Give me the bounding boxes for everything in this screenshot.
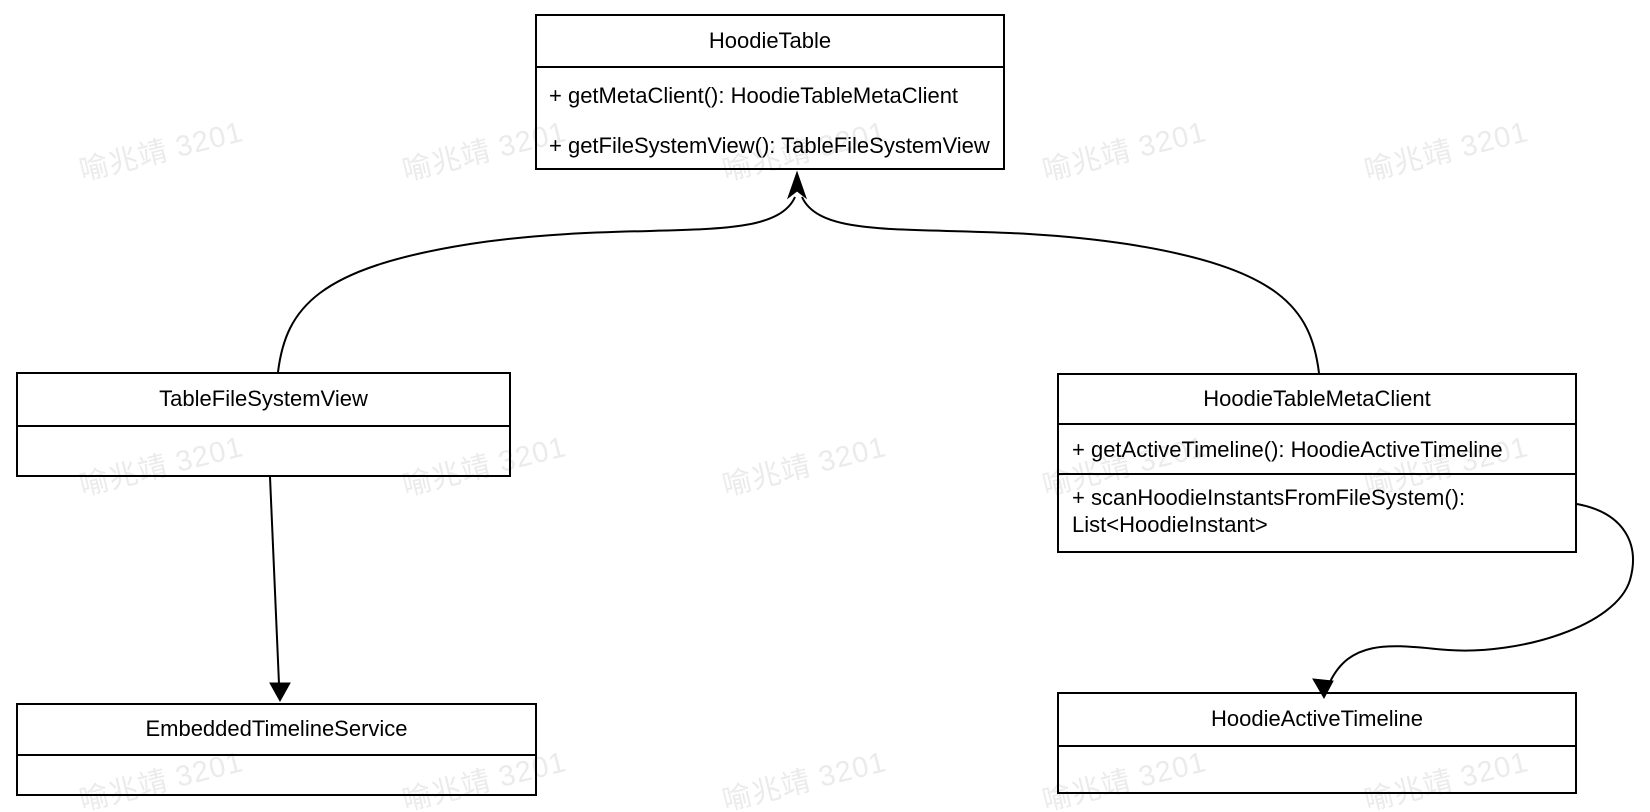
class-box-hoodietablemetaclient: HoodieTableMetaClient + getActiveTimelin…	[1057, 373, 1577, 553]
class-members-empty	[1059, 747, 1575, 792]
watermark: 喻兆靖 3201	[1039, 116, 1210, 188]
watermark: 喻兆靖 3201	[1361, 116, 1532, 188]
class-box-embeddedtimelineservice: EmbeddedTimelineService	[16, 703, 537, 796]
class-title: TableFileSystemView	[18, 374, 509, 427]
class-title: EmbeddedTimelineService	[18, 705, 535, 756]
watermark: 喻兆靖 3201	[719, 746, 890, 812]
edge-tablefilesystemview-to-embeddedtimelineservice	[269, 476, 280, 685]
method-getfilesystemview: + getFileSystemView(): TableFileSystemVi…	[549, 133, 990, 158]
class-members-empty	[18, 756, 535, 794]
class-title: HoodieActiveTimeline	[1059, 694, 1575, 747]
method-getmetaclient: + getMetaClient(): HoodieTableMetaClient	[549, 83, 959, 108]
class-members-empty	[18, 427, 509, 475]
arrowhead-down-embeddedtimelineservice	[269, 682, 291, 703]
class-box-hoodieactivetimeline: HoodieActiveTimeline	[1057, 692, 1577, 794]
class-members: + getMetaClient(): HoodieTableMetaClient…	[537, 68, 1003, 173]
edge-tablefilesystemview-to-hoodietable	[277, 196, 796, 373]
arrowhead-up-hoodietable	[786, 170, 808, 200]
edge-hoodietablemetaclient-to-hoodietable	[801, 196, 1320, 374]
class-members: + scanHoodieInstantsFromFileSystem(): Li…	[1059, 473, 1575, 549]
method-scanhoodieinstants: + scanHoodieInstantsFromFileSystem(): Li…	[1072, 485, 1472, 537]
method-getactivetimeline: + getActiveTimeline(): HoodieActiveTimel…	[1072, 436, 1503, 462]
watermark: 喻兆靖 3201	[719, 431, 890, 503]
class-title: HoodieTableMetaClient	[1059, 375, 1575, 425]
class-box-hoodietable: HoodieTable + getMetaClient(): HoodieTab…	[535, 14, 1005, 170]
watermark: 喻兆靖 3201	[76, 116, 247, 188]
class-box-tablefilesystemview: TableFileSystemView	[16, 372, 511, 477]
class-members: + getActiveTimeline(): HoodieActiveTimel…	[1059, 425, 1575, 475]
class-title: HoodieTable	[537, 16, 1003, 68]
